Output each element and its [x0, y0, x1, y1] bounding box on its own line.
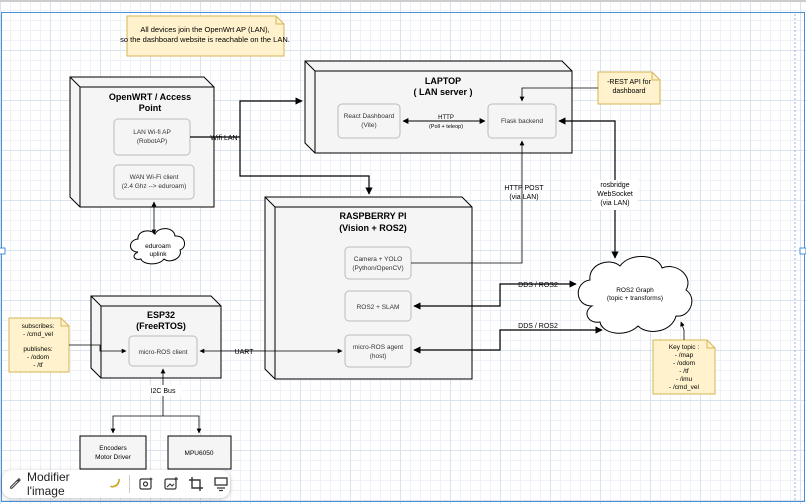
lan-ap-line1: LAN Wi-fi AP	[133, 129, 171, 136]
add-image-icon[interactable]	[161, 474, 180, 494]
laptop-title-line1: LAPTOP	[425, 76, 461, 86]
lan-wifi-ap-box[interactable]: LAN Wi-fi AP (RobotAP)	[113, 118, 191, 156]
react-dashboard-box[interactable]: React Dashboard (Vite)	[337, 103, 401, 139]
encoders-line2: Motor Driver	[95, 454, 132, 461]
mpu-label: MPU6050	[185, 450, 214, 457]
eduroam-line2: uplink	[150, 251, 168, 258]
banana-icon	[109, 477, 121, 492]
edit-image-button[interactable]: Modifier l'image	[2, 470, 131, 498]
wifi-to-laptop-arrow	[239, 97, 303, 137]
subs-note-connector	[69, 344, 127, 354]
note-lan-info-line2: so the dashboard website is reachable on…	[120, 35, 290, 44]
key-line6: - /cmd_vel	[669, 384, 700, 391]
wifi-lan-label: Wifi LAN	[210, 135, 237, 142]
note-rest-api[interactable]: -REST API for dashboard	[597, 71, 661, 105]
key-line4: - /tf	[679, 368, 689, 375]
esp32-title-line1: ESP32	[147, 310, 175, 320]
agent-line1: micro-ROS agent	[353, 344, 403, 351]
layout-icon[interactable]	[211, 474, 230, 494]
uart-label: UART	[235, 349, 255, 356]
i2c-label-bg	[144, 385, 182, 396]
ros2-graph-cloud[interactable]: ROS2 Graph (topic + transforms)	[577, 256, 693, 334]
client-label: micro-ROS client	[138, 349, 187, 356]
rosbridge-arrow	[558, 117, 619, 259]
encoders-line1: Encoders	[99, 445, 127, 452]
key-note-connector	[680, 321, 685, 340]
edit-pencil-icon	[8, 476, 22, 493]
magic-edit-icon[interactable]	[136, 474, 155, 494]
http-post-line1: HTTP POST	[504, 185, 544, 192]
dds-agent-arrow	[413, 326, 603, 354]
rpi-title-line2: (Vision + ROS2)	[339, 223, 407, 233]
resize-handle-right[interactable]	[799, 247, 806, 255]
selection-frame	[1, 12, 805, 502]
rosbridge-line1: rosbridge	[600, 182, 629, 189]
openwrt-title-line1: OpenWRT / Access	[109, 92, 191, 102]
openwrt-title-line2: Point	[139, 103, 162, 113]
image-toolbar: Modifier l'image	[2, 470, 230, 498]
flask-backend-box[interactable]: Flask backend	[487, 103, 557, 139]
note-key-topic[interactable]: Key topic : - /map - /odom - /tf - /imu …	[652, 339, 716, 395]
ros2graph-line2: (topic + transforms)	[607, 295, 663, 302]
key-line3: - /odom	[673, 360, 695, 367]
rpi-title-line1: RASPBERRY PI	[339, 211, 406, 221]
crop-icon[interactable]	[186, 474, 205, 494]
key-line5: - /imu	[676, 376, 693, 383]
subs-line6: - /tf	[33, 362, 43, 369]
ros2graph-line1: ROS2 Graph	[616, 287, 654, 294]
rosbridge-line3: (via LAN)	[600, 200, 629, 207]
flask-label: Flask backend	[501, 118, 543, 125]
react-line2: (Vite)	[361, 122, 376, 129]
camera-line1: Camera + YOLO	[354, 256, 402, 263]
laptop-title-line2: ( LAN server )	[413, 87, 472, 97]
react-line1: React Dashboard	[344, 113, 395, 120]
rosbridge-label-bg	[592, 180, 638, 210]
dds-label-2: DDS / ROS2	[518, 323, 558, 330]
rosbridge-line2: WebSocket	[597, 191, 633, 198]
resize-handle-left[interactable]	[0, 247, 6, 255]
encoders-motor-driver-box[interactable]: Encoders Motor Driver	[79, 435, 147, 470]
note-lan-info-line1: All devices join the OpenWrt AP (LAN),	[140, 25, 269, 34]
wifi-to-rpi-arrow	[239, 137, 373, 195]
subs-line4: publishes:	[23, 346, 52, 353]
dds-label-1: DDS / ROS2	[518, 282, 558, 289]
eduroam-line1: eduroam	[145, 243, 171, 250]
note-rest-line1: -REST API for	[607, 79, 651, 86]
dds-slam-arrow	[413, 280, 577, 310]
camera-line2: (Python/OpenCV)	[352, 265, 403, 272]
key-line1: Key topic :	[669, 344, 700, 351]
rest-note-connector	[519, 87, 598, 102]
subs-line5: - /odom	[27, 354, 49, 361]
edit-image-label: Modifier l'image	[27, 470, 70, 498]
http-post-line2: (via LAN)	[509, 194, 538, 201]
http-label-line2: (Poll + teleop)	[429, 124, 463, 130]
agent-line2: (host)	[370, 353, 387, 360]
lan-ap-line2: (RobotAP)	[137, 138, 167, 145]
http-label-line1: HTTP	[438, 115, 454, 121]
note-rest-line2: dashboard	[612, 88, 645, 95]
wan-line1: WAN Wi-Fi client	[130, 174, 179, 181]
mpu6050-box[interactable]: MPU6050	[167, 435, 232, 470]
top-edge	[0, 0, 806, 2]
wan-wifi-client-box[interactable]: WAN Wi-Fi client (2.4 Ghz --> eduroam)	[113, 164, 195, 200]
subs-line1: subscribes:	[22, 323, 55, 330]
eduroam-cloud[interactable]: eduroam uplink	[130, 228, 186, 265]
i2c-label: I2C Bus	[151, 388, 176, 395]
camera-yolo-box[interactable]: Camera + YOLO (Python/OpenCV)	[344, 246, 412, 280]
key-line2: - /map	[675, 352, 694, 359]
subs-line2: - /cmd_vel	[23, 331, 54, 338]
note-subscribes-publishes[interactable]: subscribes: - /cmd_vel publishes: - /odo…	[8, 317, 70, 373]
esp32-title-line2: (FreeRTOS)	[136, 321, 186, 331]
micro-ros-client-box[interactable]: micro-ROS client	[128, 335, 198, 367]
wan-line2: (2.4 Ghz --> eduroam)	[122, 183, 186, 190]
ros2-slam-box[interactable]: ROS2 + SLAM	[344, 290, 412, 322]
i2c-to-mpu-arrow	[163, 415, 202, 434]
i2c-to-encoders-arrow	[110, 415, 163, 434]
http-post-arrow	[411, 140, 525, 264]
slam-label: ROS2 + SLAM	[357, 304, 400, 311]
note-lan-info[interactable]: All devices join the OpenWrt AP (LAN), s…	[120, 15, 290, 57]
micro-ros-agent-box[interactable]: micro-ROS agent (host)	[344, 334, 412, 368]
